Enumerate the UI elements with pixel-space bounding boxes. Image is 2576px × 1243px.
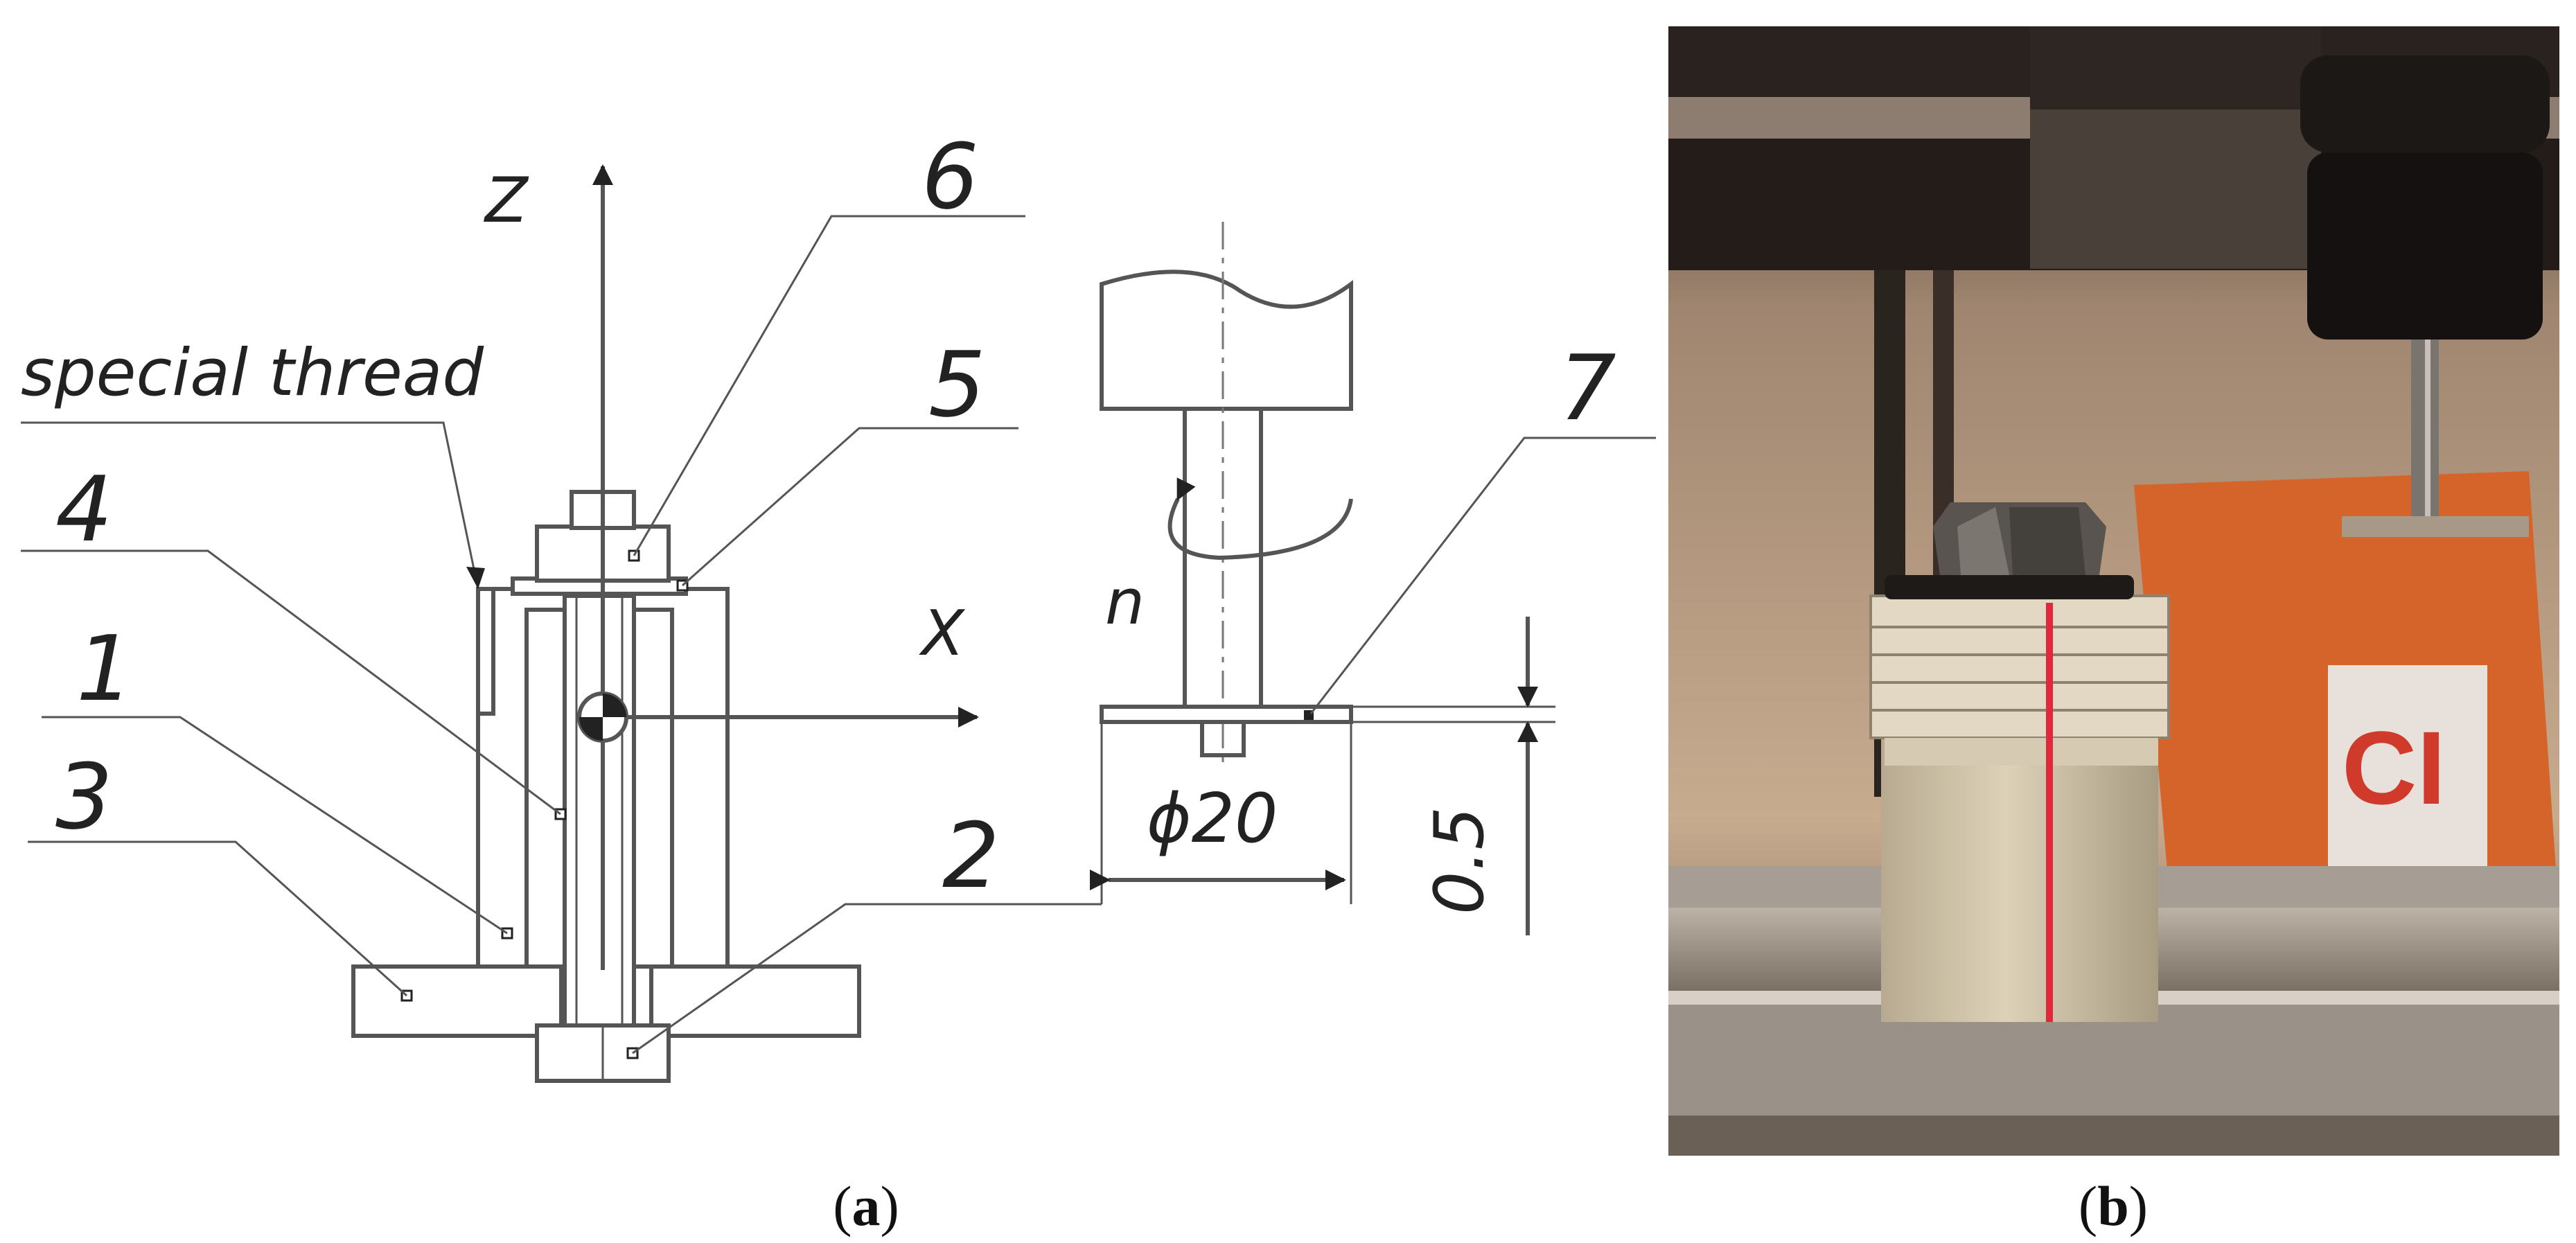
part-label-1: 1 <box>76 616 134 721</box>
special-thread-region <box>476 587 495 716</box>
part-label-3: 3 <box>55 744 113 849</box>
shaft <box>563 594 636 1028</box>
assembly-drawing <box>21 164 1102 1083</box>
tool-drawing <box>1090 222 1656 935</box>
diameter-label: ϕ20 <box>1147 779 1278 858</box>
red-stripe <box>2046 603 2053 1022</box>
base-plate-right <box>649 964 861 1038</box>
caption-b: (b) <box>2079 1174 2148 1237</box>
special-thread-label: special thread <box>21 335 484 411</box>
tool-holder <box>1100 270 1353 411</box>
part-label-4: 4 <box>55 457 113 562</box>
x-axis-label: X <box>919 597 966 670</box>
part-label-5: 5 <box>928 332 986 437</box>
svg-text:CI: CI <box>2342 709 2446 826</box>
photo-panel: CI <box>1668 26 2559 1156</box>
part-label-6: 6 <box>921 124 979 229</box>
rotation-arrow <box>1167 477 1353 561</box>
leader-special-thread <box>21 421 479 590</box>
caption-a: (a) <box>833 1174 899 1237</box>
tool-disk <box>1100 705 1353 724</box>
thickness-label: 0.5 <box>1420 806 1499 915</box>
rotation-label: n <box>1105 566 1145 639</box>
base-plate-left <box>351 964 563 1038</box>
part-label-2: 2 <box>942 803 1000 908</box>
z-axis-label: Z <box>484 164 529 237</box>
part-label-7: 7 <box>1559 335 1616 441</box>
